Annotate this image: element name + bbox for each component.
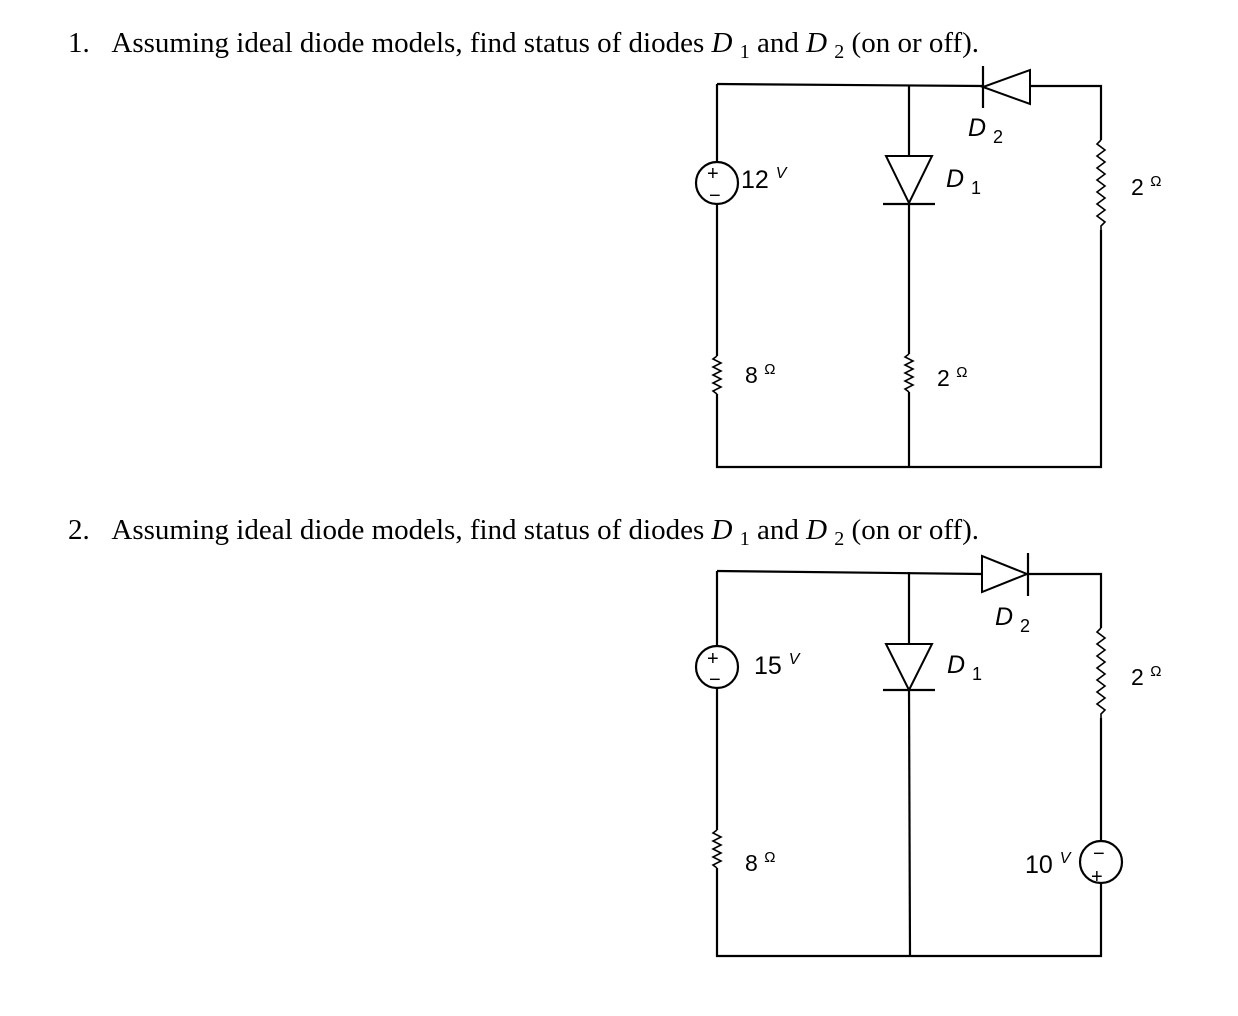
- problem-2-diode-d1: D 1: [883, 643, 982, 693]
- problem-1-left-resistor-label: 8 Ω: [745, 361, 775, 388]
- problem-1-text-end: (on or off).: [852, 27, 980, 59]
- problem-1-source-minus: −: [709, 185, 721, 207]
- problem-2-diode-d1-letter: D: [947, 651, 965, 679]
- problem-2-source-2-unit: V: [1060, 850, 1072, 867]
- problem-1-wires: [715, 82, 1103, 469]
- problem-1-diode-d2: D 2: [968, 66, 1031, 147]
- problem-1-diode-d2-label: D 2: [968, 114, 1003, 147]
- problem-1-diode-d1-label: D 1: [946, 165, 981, 198]
- problem-2-voltage-source: + − 15 V: [694, 644, 801, 691]
- problem-1-text-start: Assuming ideal diode models, find status…: [111, 27, 711, 59]
- problem-1-right-resistor: 2 Ω: [1095, 139, 1161, 230]
- problem-2-source-label: 15 V: [754, 651, 801, 680]
- problem-2-text-end: (on or off).: [852, 514, 980, 546]
- problem-1-diode-d2-sub: 2: [993, 127, 1003, 147]
- problem-1-source-unit: V: [776, 165, 788, 182]
- problem-1-text-mid: and: [757, 27, 806, 59]
- problem-2-diode-d2: D 2: [981, 553, 1030, 636]
- problem-1-source-value: 12: [741, 166, 769, 194]
- problem-2-right-resistor-value: 2: [1131, 664, 1144, 690]
- problem-2-right-resistor-label: 2 Ω: [1131, 663, 1161, 690]
- problem-1-mid-resistor-unit: Ω: [956, 364, 967, 381]
- problem-1-diode-d1-letter: D: [946, 165, 964, 193]
- problem-2-statement: 2. Assuming ideal diode models, find sta…: [68, 514, 979, 552]
- problem-2-left-resistor-value: 8: [745, 850, 758, 876]
- problem-2-source-minus: −: [709, 669, 721, 691]
- problem-2-left-resistor-label: 8 Ω: [745, 849, 775, 876]
- problem-2-diode-d1-label: D 1: [947, 651, 982, 684]
- problem-2-d2-sub: 2: [834, 528, 844, 550]
- problem-1-right-resistor-value: 2: [1131, 174, 1144, 200]
- problem-1-statement: 1. Assuming ideal diode models, find sta…: [68, 27, 979, 65]
- problem-1-mid-resistor-value: 2: [937, 365, 950, 391]
- problem-2-source-2-plus: +: [1091, 866, 1103, 888]
- problem-2-d2-letter: D: [805, 514, 827, 546]
- problem-1-source-plus: +: [707, 163, 719, 185]
- problem-1-left-resistor-unit: Ω: [764, 361, 775, 378]
- problem-1-source-label: 12 V: [741, 165, 788, 194]
- problem-2-text-start: Assuming ideal diode models, find status…: [111, 514, 711, 546]
- problem-1-number: 1.: [68, 27, 90, 59]
- problem-2-source-unit: V: [789, 651, 801, 668]
- problem-2-left-resistor: 8 Ω: [711, 829, 775, 876]
- problem-1-diode-d1-sub: 1: [971, 178, 981, 198]
- problem-1-d2-letter: D: [805, 27, 827, 59]
- problem-2-diode-d2-letter: D: [995, 603, 1013, 631]
- problem-2-text-mid: and: [757, 514, 806, 546]
- problem-1-d1-letter: D: [711, 27, 733, 59]
- problem-1-mid-resistor-label: 2 Ω: [937, 364, 967, 391]
- problem-2-diode-d2-label: D 2: [995, 603, 1030, 636]
- problem-2-right-resistor: 2 Ω: [1095, 627, 1161, 718]
- problem-1: 1. Assuming ideal diode models, find sta…: [68, 27, 1161, 469]
- problem-2-source-plus: +: [707, 648, 719, 670]
- problem-2-d1-sub: 1: [740, 528, 750, 550]
- problem-1-right-resistor-unit: Ω: [1150, 173, 1161, 190]
- problem-2-source-value: 15: [754, 652, 782, 680]
- problem-1-d1-sub: 1: [740, 41, 750, 63]
- problem-1-d2-sub: 2: [834, 41, 844, 63]
- problem-1-diode-d2-letter: D: [968, 114, 986, 142]
- problem-1-mid-resistor: 2 Ω: [903, 353, 967, 393]
- problem-2-source-2-minus: −: [1093, 843, 1105, 865]
- problem-2-right-resistor-unit: Ω: [1150, 663, 1161, 680]
- problem-2-diode-d2-sub: 2: [1020, 616, 1030, 636]
- problem-2-voltage-source-2: − + 10 V: [1025, 839, 1124, 888]
- problem-1-left-resistor-value: 8: [745, 362, 758, 388]
- problem-1-voltage-source: + − 12 V: [694, 160, 788, 207]
- problem-1-right-resistor-label: 2 Ω: [1131, 173, 1161, 200]
- problem-2-d1-letter: D: [711, 514, 733, 546]
- problem-2-wires: [715, 569, 1103, 958]
- problem-2: 2. Assuming ideal diode models, find sta…: [68, 514, 1161, 958]
- problem-2-source-2-label: 10 V: [1025, 850, 1072, 879]
- problem-2-source-2-value: 10: [1025, 851, 1053, 879]
- problem-2-diode-d1-sub: 1: [972, 664, 982, 684]
- problem-1-diode-d1: D 1: [883, 155, 981, 206]
- problem-1-left-resistor: 8 Ω: [711, 355, 775, 395]
- problem-2-left-resistor-unit: Ω: [764, 849, 775, 866]
- problem-2-number: 2.: [68, 514, 90, 546]
